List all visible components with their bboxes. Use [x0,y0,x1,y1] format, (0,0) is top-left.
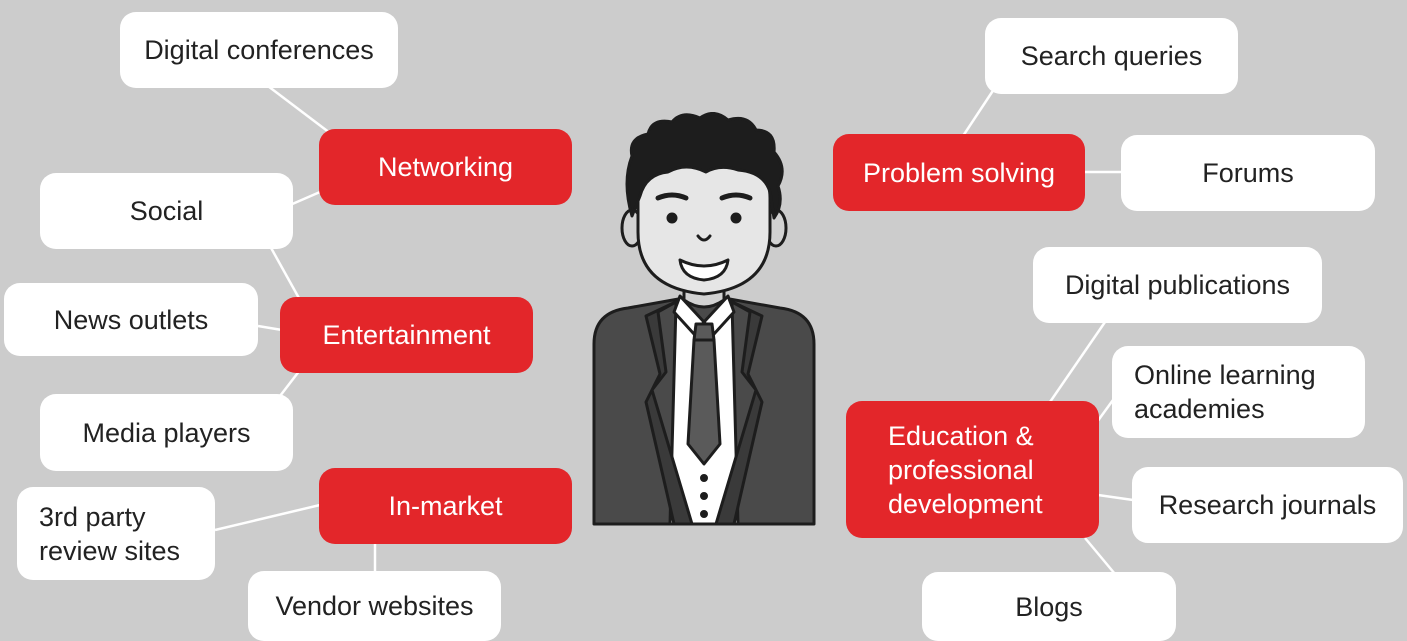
leaf-forums: Forums [1121,135,1375,211]
leaf-digital-publications: Digital publications [1033,247,1322,323]
leaf-search-queries-label: Search queries [1020,41,1203,71]
leaf-media-players-label: Media players [82,417,251,448]
leaf-media-players: Media players [40,394,293,471]
leaf-research-journals: Research journals [1132,467,1403,543]
hub-problem-solving: Problem solving [833,134,1085,211]
leaf-forums-label: Forums [1202,158,1294,188]
leaf-blogs-label: Blogs [1015,591,1083,622]
leaf-research-journals-label: Research journals [1158,490,1377,520]
leaf-news-outlets: News outlets [4,283,258,356]
hub-education-label: Education & professional development [888,420,1043,519]
leaf-search-queries: Search queries [985,18,1238,94]
leaf-digital-conferences-label: Digital conferences [144,35,374,65]
link-education-blogs [1084,537,1116,575]
leaf-online-learning-label: Online learning academies [1134,360,1316,424]
leaf-social: Social [40,173,293,249]
leaf-online-learning: Online learning academies [1112,346,1365,438]
hub-networking: Networking [319,129,572,205]
link-education-digital-publications [1048,321,1107,403]
leaf-digital-conferences: Digital conferences [120,12,398,88]
leaf-vendor-websites-label: Vendor websites [275,591,474,621]
leaf-news-outlets-label: News outlets [53,304,209,335]
businessman-avatar-icon [592,112,816,526]
leaf-social-label: Social [129,196,204,226]
hub-entertainment: Entertainment [280,297,533,373]
link-entertainment-media-players [279,369,301,397]
link-in-market-review-sites [214,503,321,532]
link-networking-digital-conferences [259,79,331,134]
leaf-third-party-review-label: 3rd party review sites [39,501,181,566]
hub-networking-label: Networking [377,152,514,182]
hub-in-market: In-market [319,468,572,544]
leaf-digital-publications-label: Digital publications [1064,270,1291,300]
link-networking-social [289,190,321,207]
hub-problem-solving-label: Problem solving [862,157,1056,188]
link-education-online-learning [1095,399,1115,423]
leaf-third-party-review: 3rd party review sites [17,487,215,580]
link-entertainment-social [268,245,302,301]
link-education-research-journals [1097,493,1134,502]
leaf-blogs: Blogs [922,572,1176,641]
hub-education: Education & professional development [846,401,1099,538]
link-entertainment-news-outlets [257,324,283,332]
hub-entertainment-label: Entertainment [322,320,491,350]
leaf-vendor-websites: Vendor websites [248,571,501,641]
hub-in-market-label: In-market [388,491,503,521]
